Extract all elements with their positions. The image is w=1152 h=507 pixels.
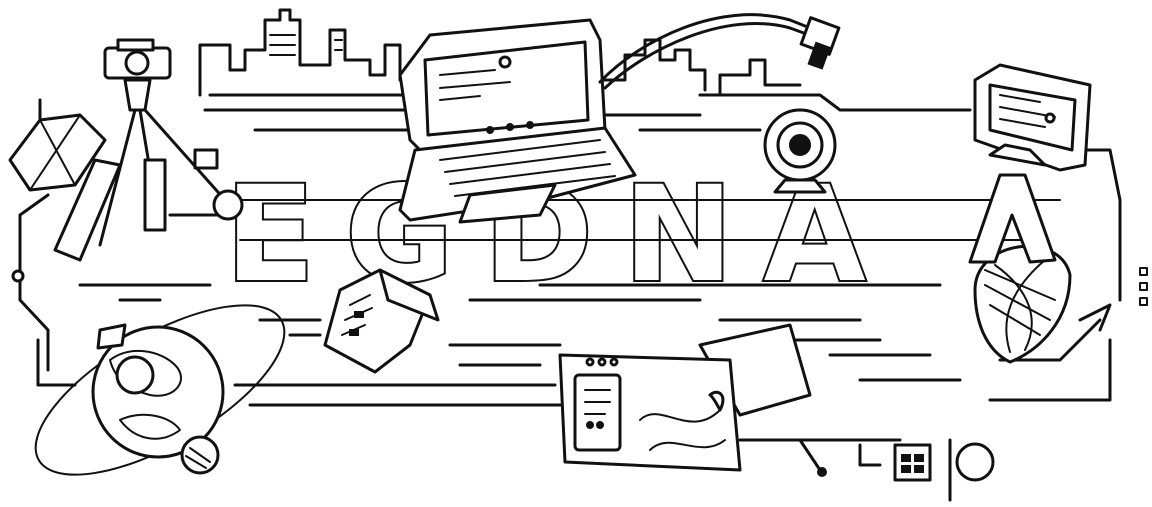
globe-icon: [34, 304, 286, 476]
laptop-icon: [398, 18, 637, 224]
tablet-map-icon: [558, 323, 812, 472]
dna-shield-icon: [968, 173, 1072, 364]
tripod-camera-icon: [53, 38, 244, 262]
monitor-icon: [973, 63, 1092, 172]
satellite-icon: [8, 98, 107, 192]
webcam-icon: [763, 108, 837, 194]
usb-cable-icon: [598, 13, 841, 90]
lab-gadgets-icon: [858, 438, 995, 502]
skyline-icon: [198, 8, 802, 97]
receipt-printer-icon: [323, 268, 440, 374]
circuit-traces: [11, 93, 1148, 477]
